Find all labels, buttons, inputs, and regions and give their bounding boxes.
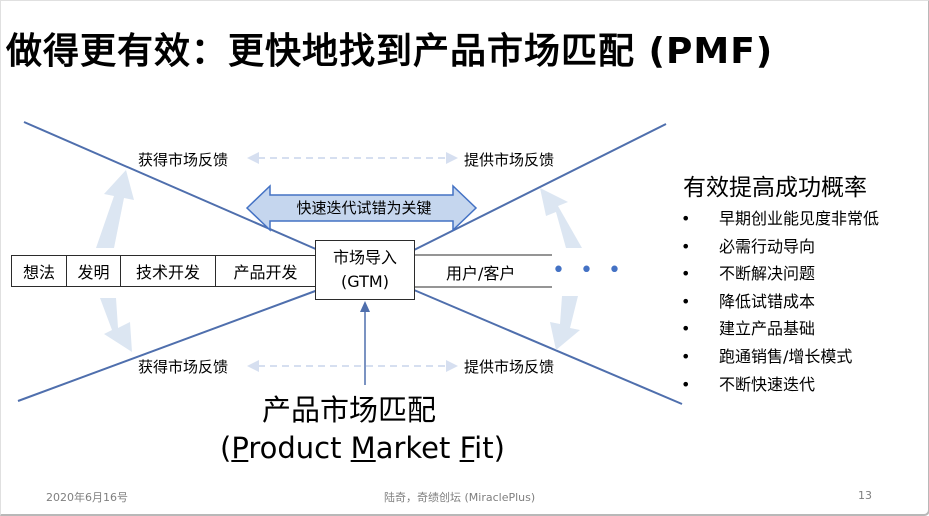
gtm-label: 市场导入 xyxy=(332,248,397,267)
list-item: •降低试错成本 xyxy=(681,291,816,311)
footer-author: 陆奇，奇绩创坛 (MiraclePlus) xyxy=(384,491,536,504)
stage-tech-dev: 技术开发 xyxy=(120,255,216,287)
list-item: •必需行动导向 xyxy=(681,236,816,256)
iteration-double-arrow xyxy=(245,184,478,232)
dashed-arrow-top xyxy=(247,152,458,164)
gtm-box: 市场导入 (GTM) xyxy=(315,240,415,300)
stage-idea: 想法 xyxy=(11,255,67,287)
gtm-abbr: (GTM) xyxy=(341,272,389,291)
stage-invention: 发明 xyxy=(66,255,121,287)
pmf-label: 产品市场匹配 xyxy=(262,393,437,427)
list-item: •不断解决问题 xyxy=(681,264,816,284)
x-line-top-left xyxy=(23,121,319,251)
feedback-bottom-right: 提供市场反馈 xyxy=(464,358,555,376)
pmf-english: (Product Market Fit) xyxy=(220,431,505,465)
list-item: •早期创业能见度非常低 xyxy=(681,209,880,228)
feedback-bottom-left: 获得市场反馈 xyxy=(138,358,229,376)
list-item: •建立产品基础 xyxy=(681,319,816,339)
footer-page-number: 13 xyxy=(858,489,872,502)
iteration-label: 快速迭代试错为关键 xyxy=(296,199,432,217)
footer-date: 2020年6月16号 xyxy=(46,491,128,504)
loop-arrow-upper-right xyxy=(540,188,582,248)
slide-title: 做得更有效：更快地找到产品市场匹配 (PMF) xyxy=(6,31,774,72)
x-line-top-right xyxy=(413,123,667,251)
dashed-arrow-bottom xyxy=(247,360,458,372)
customer-label: 用户/客户 xyxy=(446,264,516,283)
loop-arrow-lower-left xyxy=(100,298,132,352)
stage-product-dev: 产品开发 xyxy=(215,255,316,287)
feedback-top-left: 获得市场反馈 xyxy=(138,151,229,169)
x-line-bottom-left xyxy=(17,289,319,402)
loop-arrow-upper-left xyxy=(96,170,134,248)
side-panel-title: 有效提高成功概率 xyxy=(683,175,867,201)
x-line-bottom-right xyxy=(413,289,683,405)
list-item: •跑通销售/增长模式 xyxy=(681,346,853,366)
ellipsis-dots: • • • xyxy=(552,258,625,283)
side-panel-list: •早期创业能见度非常低 •必需行动导向 •不断解决问题 •降低试错成本 •建立产… xyxy=(681,205,879,398)
feedback-top-right: 提供市场反馈 xyxy=(464,151,555,169)
loop-arrow-lower-right xyxy=(550,296,580,350)
list-item: •不断快速迭代 xyxy=(681,374,816,394)
